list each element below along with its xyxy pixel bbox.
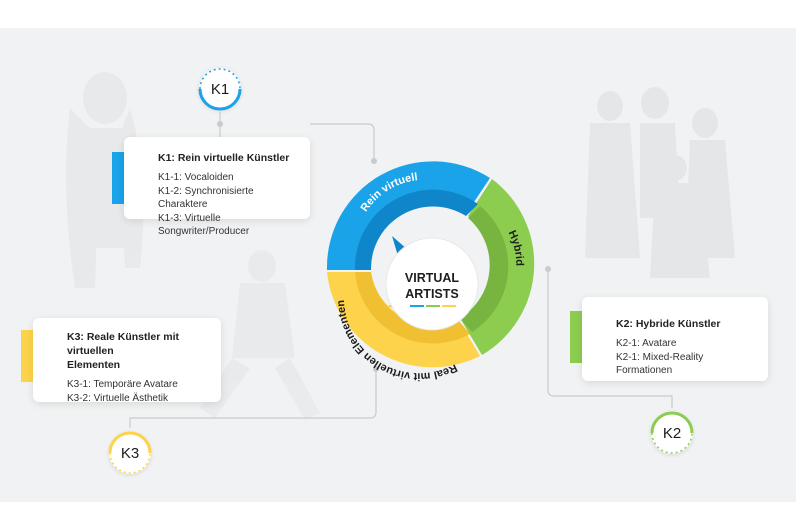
diagram-canvas: Rein virtuell Hybrid Real mit virtuellen… [0,28,796,502]
k1-card: K1: Rein virtuelle Künstler K1-1: Vocalo… [124,137,310,237]
virtual-artists-ring: Rein virtuell Hybrid Real mit virtuellen… [326,161,535,382]
k3-ring-dot [373,366,379,372]
k1-badge: K1 [198,68,242,111]
center-title-line2: ARTISTS [405,287,458,301]
k2-card: K2: Hybride Künstler K2-1: Avatare K2-1:… [582,297,768,381]
k1-ring-dot [371,158,377,164]
k2-item-2: K2-1: Mixed-Reality Formationen [616,351,704,377]
k1-badge-ring-icon [198,68,242,111]
background-illustrations [66,72,735,428]
k3-badge-label: K3 [120,444,140,462]
k2-badge-ring-icon [650,411,694,454]
k1-connector-dot [217,121,223,127]
k3-badge: K3 [108,431,152,474]
k2-badge: K2 [650,411,694,454]
k1-item-3: K1-3: Virtuelle Songwriter/Producer [158,212,250,238]
k1-card-title: K1: Rein virtuelle Künstler [158,152,290,164]
k2-item-1: K2-1: Avatare [616,338,677,349]
k3-card-title-line1: K3: Reale Künstler mit virtuellen [67,331,180,357]
connector-lines [129,112,673,428]
k2-card-title: K2: Hybride Künstler [616,318,721,330]
k2-ring-dot [545,266,551,272]
center-title-line1: VIRTUAL [405,271,460,285]
k1-item-2: K1-2: Synchronisierte Charaktere [158,185,254,211]
k3-badge-ring-icon [108,431,152,474]
k3-item-1: K3-1: Temporäre Avatare [67,379,178,390]
k1-badge-label: K1 [210,80,230,98]
k3-item-2: K3-2: Virtuelle Ästhetik [67,392,168,404]
k1-item-1: K1-1: Vocaloiden [158,172,234,183]
k3-card-title-line2: Elementen [67,359,121,371]
k3-card: K3: Reale Künstler mit virtuellen Elemen… [33,318,221,404]
k2-badge-label: K2 [662,424,682,442]
